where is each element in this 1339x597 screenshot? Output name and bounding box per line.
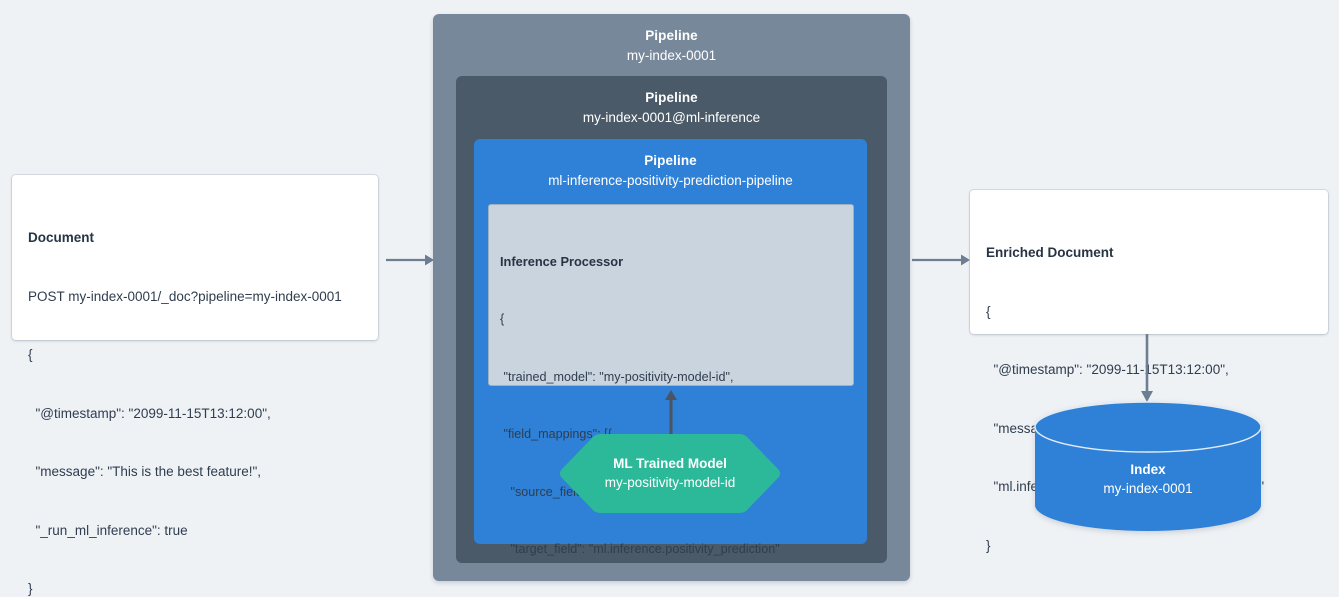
pipeline-inner-name: ml-inference-positivity-prediction-pipel… <box>548 173 793 188</box>
index-name: my-index-0001 <box>1103 480 1193 496</box>
arrow-down-icon <box>1137 334 1157 402</box>
input-document-line: } <box>28 581 33 596</box>
pipeline-middle-label: Pipeline <box>645 90 698 105</box>
enriched-document-card: Enriched Document { "@timestamp": "2099-… <box>970 190 1328 553</box>
input-document-line: POST my-index-0001/_doc?pipeline=my-inde… <box>28 288 342 304</box>
input-document-line: { <box>28 347 33 362</box>
inference-processor-line: "trained_model": "my-positivity-model-id… <box>500 369 734 384</box>
inference-processor-line: "target_field": "ml.inference.positivity… <box>500 542 780 557</box>
index-text: Index my-index-0001 <box>1034 427 1262 531</box>
enriched-document-title: Enriched Document <box>986 245 1114 260</box>
index-label: Index <box>1130 461 1166 477</box>
inference-processor-line: { <box>500 312 505 327</box>
input-document-line: "@timestamp": "2099-11-15T13:12:00", <box>28 405 271 421</box>
input-document-line: "_run_ml_inference": true <box>28 522 188 538</box>
pipeline-inner-label: Pipeline <box>644 153 697 168</box>
inference-processor-title: Inference Processor <box>500 254 624 270</box>
pipeline-middle-name: my-index-0001@ml-inference <box>582 110 761 125</box>
input-document-title: Document <box>28 230 95 245</box>
input-document-card: Document POST my-index-0001/_doc?pipelin… <box>12 175 378 596</box>
pipeline-outer-label: Pipeline <box>645 28 698 43</box>
ml-trained-model-node: ML Trained Model my-positivity-model-id <box>557 431 783 516</box>
input-document-line: "message": "This is the best feature!", <box>28 464 262 479</box>
ml-trained-model-label: ML Trained Model <box>613 456 727 471</box>
arrow-up-icon <box>661 390 681 434</box>
index-cylinder: Index my-index-0001 <box>1034 401 1262 531</box>
arrow-right-icon <box>912 250 970 270</box>
enriched-document-line: "@timestamp": "2099-11-15T13:12:00", <box>986 362 1229 377</box>
ml-trained-model-name: my-positivity-model-id <box>604 475 736 490</box>
arrow-right-icon <box>386 250 434 270</box>
enriched-document-line: } <box>986 537 991 553</box>
pipeline-outer-name: my-index-0001 <box>626 48 717 63</box>
enriched-document-line: { <box>986 303 991 319</box>
ml-trained-model-text: ML Trained Model my-positivity-model-id <box>557 431 783 516</box>
inference-processor-panel: Inference Processor { "trained_model": "… <box>488 204 854 556</box>
